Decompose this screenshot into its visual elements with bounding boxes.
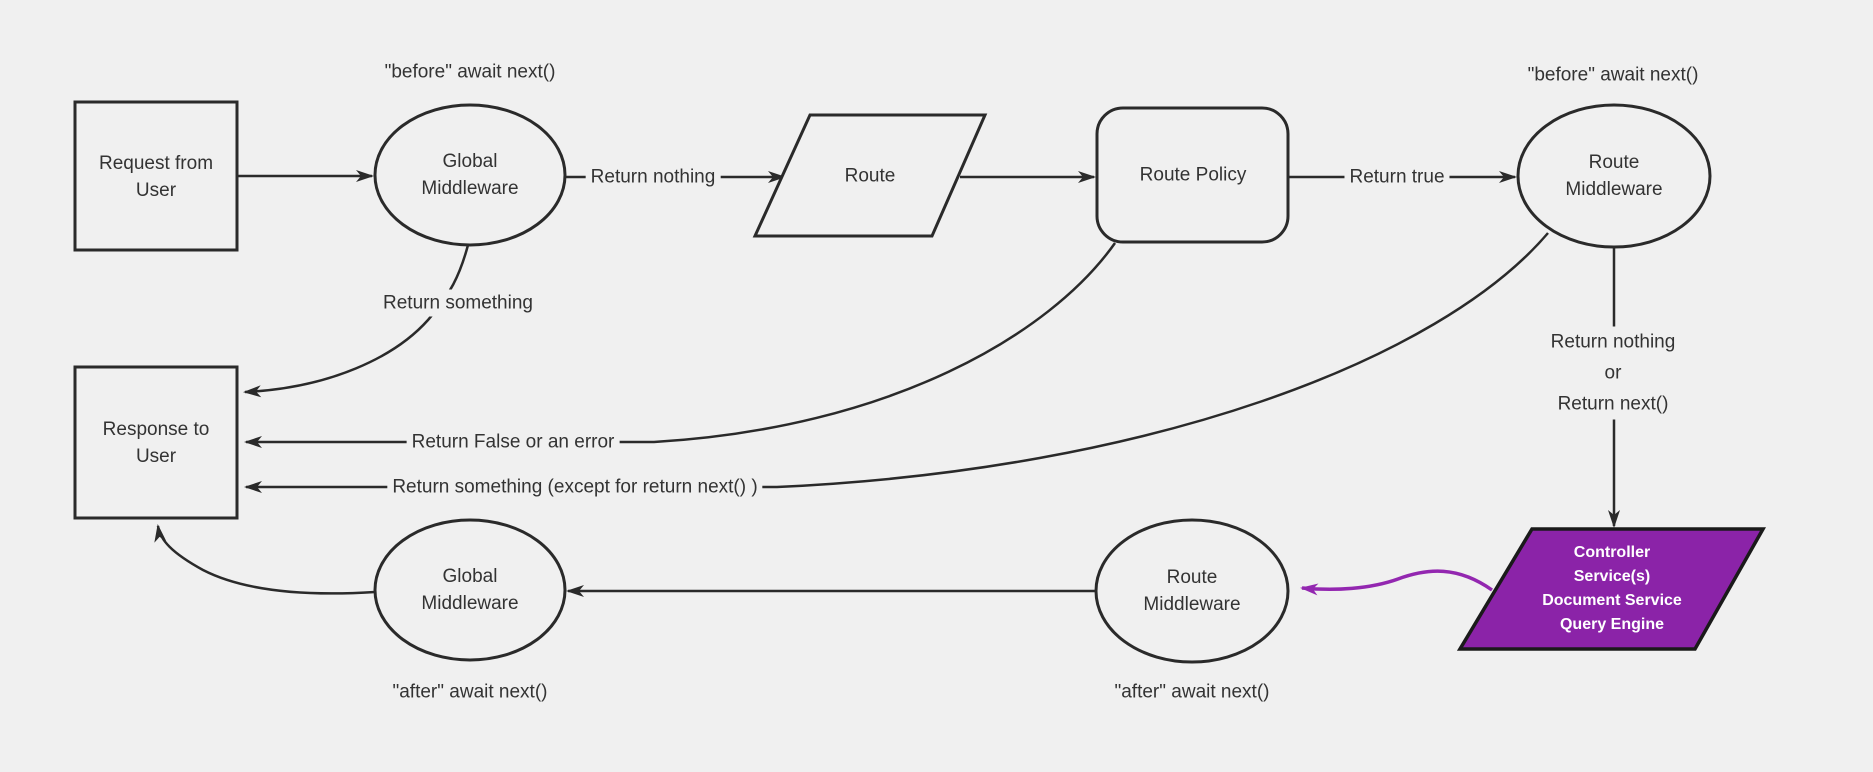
global-middleware-after-line-1: Global bbox=[442, 566, 498, 587]
node-controller-services bbox=[1456, 527, 1767, 651]
edge-label-return-false-or-error: Return False or an error bbox=[406, 428, 620, 456]
edge-route-policy-return-false-to-response bbox=[244, 242, 1117, 448]
annotation-after-global-middleware: "after" await next() bbox=[392, 681, 548, 703]
annotation-before-route-middleware: "before" await next() bbox=[1527, 64, 1699, 86]
route-middleware-before-line-2: Middleware bbox=[1565, 179, 1663, 200]
return-nothing-or-next-line-3: Return next() bbox=[1557, 393, 1669, 415]
response-line-1: Response to bbox=[102, 419, 210, 440]
request-line-2: User bbox=[135, 180, 177, 201]
response-line-2: User bbox=[135, 446, 177, 467]
return-nothing-or-next-line-1: Return nothing bbox=[1550, 331, 1676, 353]
request-from-user-label: Request from User bbox=[99, 150, 213, 204]
return-nothing-or-next-line-2: or bbox=[1604, 362, 1622, 384]
global-middleware-before-line-2: Middleware bbox=[421, 178, 519, 199]
controller-line-3: Document Service bbox=[1542, 592, 1682, 609]
controller-line-1: Controller bbox=[1573, 544, 1651, 561]
route-middleware-after-label: Route Middleware bbox=[1143, 564, 1240, 618]
route-policy-label: Route Policy bbox=[1139, 164, 1247, 186]
edge-global-middleware-after-to-response bbox=[154, 524, 376, 595]
controller-line-4: Query Engine bbox=[1559, 616, 1665, 633]
node-route-middleware-before bbox=[1516, 103, 1712, 249]
edge-label-return-nothing: Return nothing bbox=[585, 163, 721, 191]
edge-label-return-something: Return something bbox=[378, 289, 538, 317]
annotation-after-route-middleware: "after" await next() bbox=[1114, 681, 1270, 703]
node-global-middleware-before bbox=[373, 103, 567, 247]
route-middleware-before-line-1: Route bbox=[1588, 152, 1640, 173]
node-request-from-user bbox=[73, 100, 239, 252]
controller-line-2: Service(s) bbox=[1573, 568, 1651, 585]
edge-controller-to-route-middleware-after bbox=[1300, 569, 1494, 596]
edge-global-middleware-return-something-to-response bbox=[243, 244, 470, 398]
request-line-1: Request from bbox=[98, 153, 214, 174]
node-response-to-user bbox=[73, 365, 239, 520]
edge-label-return-nothing-or-next: Return nothing or Return next() bbox=[1545, 326, 1681, 420]
route-label: Route bbox=[844, 165, 896, 187]
node-route-policy bbox=[1095, 106, 1290, 244]
controller-services-label: Controller Service(s) Document Service Q… bbox=[1542, 541, 1682, 637]
edge-route-middleware-return-something-to-response bbox=[244, 232, 1549, 493]
node-route-middleware-after bbox=[1094, 518, 1290, 664]
node-route bbox=[752, 113, 988, 238]
route-middleware-after-line-1: Route bbox=[1166, 567, 1218, 588]
global-middleware-after-label: Global Middleware bbox=[421, 563, 518, 617]
node-global-middleware-after bbox=[373, 518, 567, 662]
route-middleware-after-line-2: Middleware bbox=[1143, 594, 1241, 615]
global-middleware-before-label: Global Middleware bbox=[421, 148, 518, 202]
global-middleware-after-line-2: Middleware bbox=[421, 593, 519, 614]
response-to-user-label: Response to User bbox=[103, 416, 210, 470]
route-middleware-before-label: Route Middleware bbox=[1565, 149, 1662, 203]
edge-label-return-something-except: Return something (except for return next… bbox=[387, 473, 763, 501]
annotation-before-global-middleware: "before" await next() bbox=[384, 61, 556, 83]
edge-label-return-true: Return true bbox=[1344, 163, 1450, 191]
global-middleware-before-line-1: Global bbox=[442, 151, 498, 172]
